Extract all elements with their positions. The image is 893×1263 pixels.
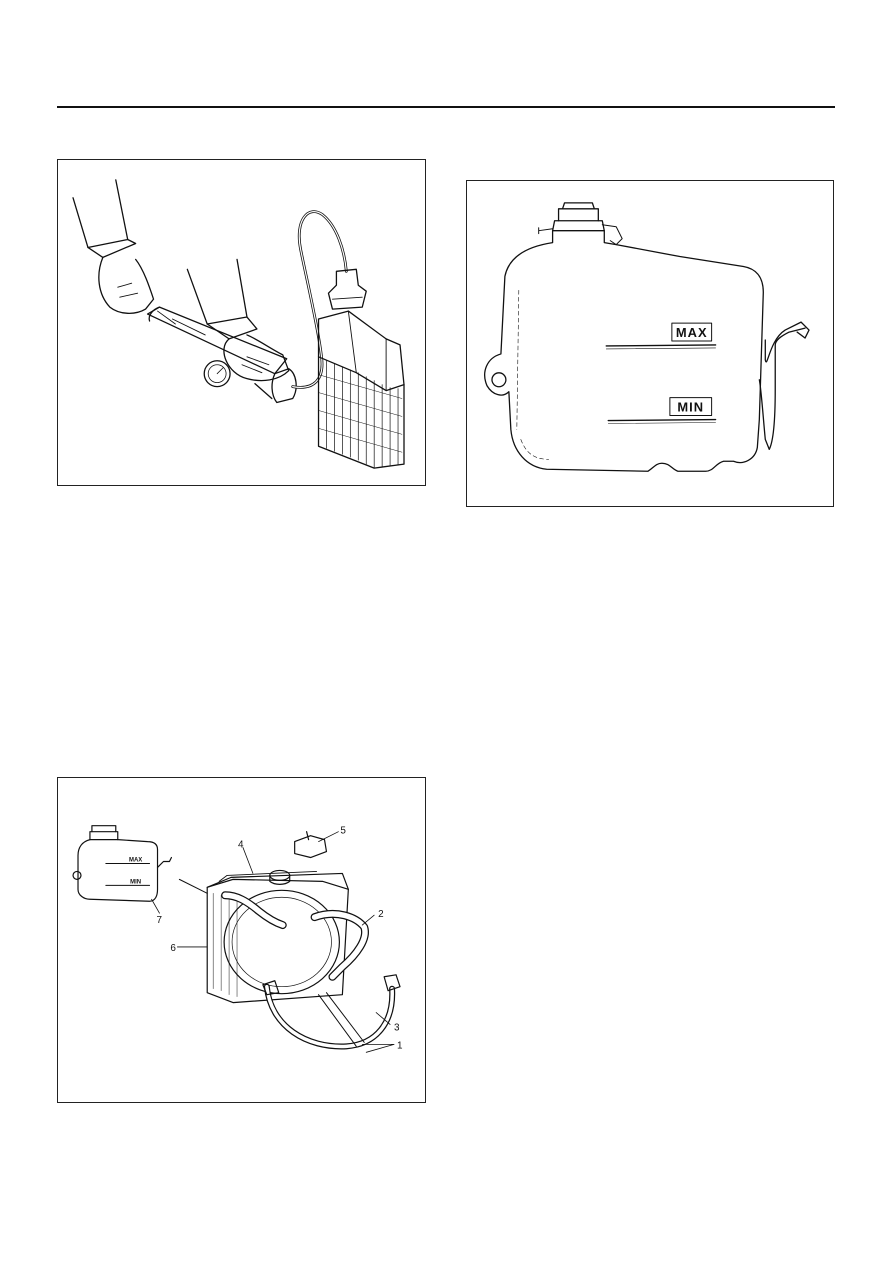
assembly-reservoir-max-label: MAX	[129, 857, 142, 863]
reservoir-illustration: MAX MIN	[484, 202, 810, 472]
figure-pressure-test	[57, 159, 426, 486]
figure-radiator-assembly: MAX MIN	[57, 777, 426, 1103]
callout-6: 6	[170, 943, 176, 954]
assembly-reservoir-min-label: MIN	[130, 879, 141, 885]
callout-7: 7	[157, 915, 163, 926]
callout-4: 4	[238, 840, 244, 851]
radiator-assembly-illustration: MAX MIN	[72, 825, 403, 1053]
reservoir-min-label: MIN	[677, 400, 704, 415]
callout-1: 1	[397, 1040, 403, 1051]
callout-2: 2	[378, 909, 384, 920]
callout-3: 3	[394, 1022, 400, 1033]
reservoir-max-label: MAX	[676, 325, 708, 340]
callout-5: 5	[340, 826, 346, 837]
header-rule	[57, 106, 835, 108]
pressure-test-illustration	[72, 179, 405, 469]
figure-reservoir: MAX MIN	[466, 180, 834, 507]
